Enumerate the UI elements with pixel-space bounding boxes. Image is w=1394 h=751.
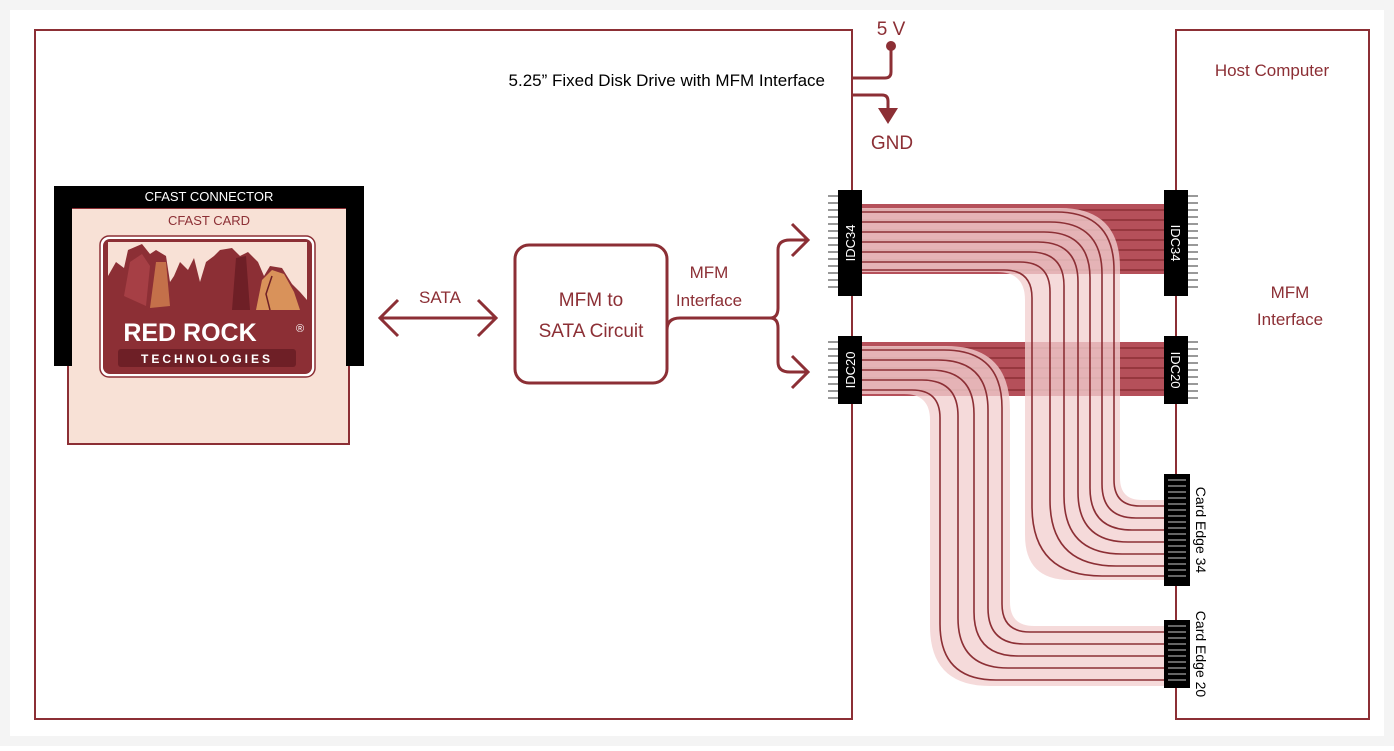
vcc-terminal [886, 41, 896, 51]
cfast-connector [54, 186, 364, 366]
card-edge-34-contacts [1168, 479, 1186, 577]
mfm-branch-up [769, 238, 808, 320]
red-rock-logo: RED ROCK ® TECHNOLOGIES [99, 235, 316, 378]
gnd-label: GND [871, 133, 913, 154]
rock-left-icon [124, 254, 150, 306]
disk-drive-title: 5.25” Fixed Disk Drive with MFM Interfac… [509, 71, 825, 90]
vcc-wire [852, 48, 893, 80]
logo-band [118, 349, 296, 367]
sata-label: SATA [419, 288, 462, 307]
host-idc34-connector: IDC34 [1164, 190, 1198, 296]
drive-idc34-connector: IDC34 [828, 190, 862, 296]
rock-tan-icon [150, 262, 170, 308]
host-interface-label-1: MFM [1271, 283, 1310, 302]
host-computer-title: Host Computer [1215, 61, 1330, 80]
gnd-wire [852, 93, 890, 108]
sata-arrow-left-icon [377, 298, 400, 338]
card-edge-20-label: Card Edge 20 [1193, 611, 1209, 698]
mfm-sata-circuit-box [513, 243, 669, 385]
vcc-label: 5 V [877, 19, 906, 40]
mfm-interface-label-1: MFM [690, 263, 729, 282]
drive-idc20-body [838, 336, 862, 404]
drive-idc20-label: IDC20 [843, 352, 858, 389]
circuit-label-2: SATA Circuit [539, 321, 645, 342]
gnd-arrow-icon [878, 108, 898, 124]
ribbon-idc20-bend-body [860, 346, 1170, 686]
drive-idc34-body [838, 190, 862, 296]
host-idc20-body [1164, 336, 1188, 404]
circuit-label-1: MFM to [559, 290, 623, 311]
rock-crack-icon [265, 275, 273, 311]
mfm-arrow-down-icon [790, 354, 811, 390]
host-computer-box [1175, 29, 1370, 720]
logo-line2: TECHNOLOGIES [141, 352, 273, 366]
sata-link: SATA [377, 288, 499, 338]
host-idc20-connector: IDC20 [1164, 336, 1198, 404]
mfm-branch-trunk [665, 316, 770, 338]
rock-dark-icon [232, 256, 250, 310]
mfm-branch: MFM Interface [665, 222, 811, 390]
mfm-branch-down [769, 316, 808, 374]
host-interface-label-2: Interface [1257, 310, 1323, 329]
ribbon-idc34-bend [860, 208, 1170, 580]
sata-arrow-right-icon [476, 298, 499, 338]
card-edge-34-connector: Card Edge 34 [1164, 474, 1209, 586]
logo-registered: ® [296, 323, 304, 335]
host-idc34-label: IDC34 [1168, 225, 1183, 262]
cfast-card-label: CFAST CARD [168, 213, 250, 228]
card-edge-34-label: Card Edge 34 [1193, 487, 1209, 574]
ribbon-idc34-bend-wires [860, 211, 1170, 577]
host-idc34-body [1164, 190, 1188, 296]
drive-idc20-connector: IDC20 [828, 336, 862, 404]
ribbon-idc34-bend-body [860, 208, 1170, 580]
card-edge-20-contacts [1168, 625, 1186, 681]
card-edge-20-body [1164, 620, 1190, 688]
host-idc20-label: IDC20 [1168, 352, 1183, 389]
drive-idc34-label: IDC34 [843, 225, 858, 262]
ribbon-idc20-bend-wires [860, 349, 1170, 681]
mfm-interface-label-2: Interface [676, 291, 742, 310]
card-edge-20-connector: Card Edge 20 [1164, 611, 1209, 698]
logo-line1: RED ROCK [123, 319, 256, 347]
ribbon-idc20-bend [860, 346, 1170, 686]
card-edge-34-body [1164, 474, 1190, 586]
mfm-arrow-up-icon [790, 222, 811, 258]
cfast-connector-label: CFAST CONNECTOR [145, 189, 274, 204]
